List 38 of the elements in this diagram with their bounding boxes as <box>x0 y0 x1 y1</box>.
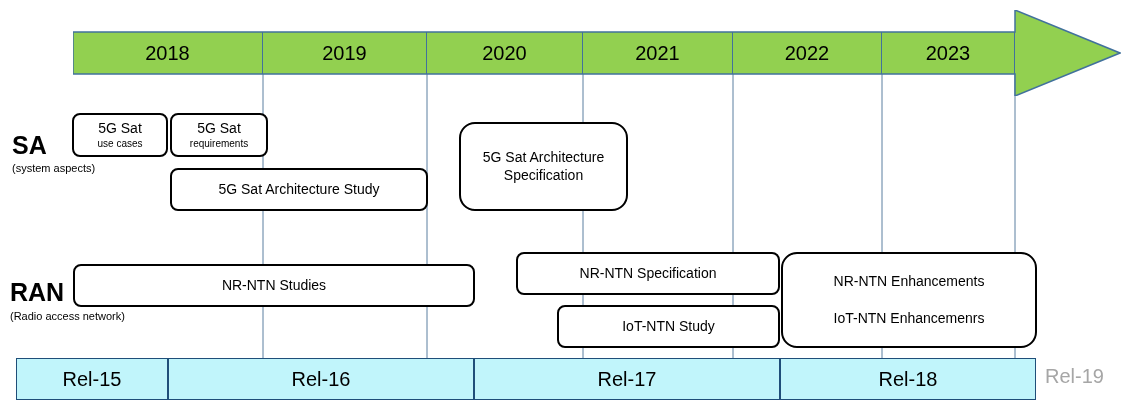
box-text: 2018 <box>145 40 190 66</box>
box-text: Rel-17 <box>597 366 657 392</box>
activity-box <box>170 168 428 211</box>
row-subtitle: (Radio access network) <box>10 311 125 322</box>
box-title: 5G Sat <box>98 120 142 138</box>
box-text: Rel-15 <box>62 366 122 392</box>
activity-box <box>72 113 168 157</box>
box-text: 5G Sat Architecture Specification <box>481 149 606 184</box>
box-text: 5G Sat Architecture Study <box>218 180 380 199</box>
release-cell <box>168 358 474 400</box>
box-subtitle: requirements <box>189 137 249 150</box>
activity-box <box>73 264 475 307</box>
row-heading: RAN <box>10 280 65 305</box>
box-text: 2022 <box>784 40 830 66</box>
row-subtitle: (system aspects) <box>12 163 96 174</box>
activity-box <box>516 252 780 295</box>
release-cell <box>16 358 168 400</box>
activity-box <box>781 252 1037 348</box>
activity-box <box>170 113 268 157</box>
box-text: Rel-16 <box>291 366 351 392</box>
release-label: Rel-19 <box>1045 366 1104 386</box>
box-text: NR-NTN Specification <box>579 264 717 283</box>
box-text: 2021 <box>635 40 680 66</box>
box-text: NR-NTN Studies <box>221 276 327 295</box>
release-cell <box>474 358 780 400</box>
box-text: 2020 <box>482 40 527 66</box>
box-title: 5G Sat <box>197 120 241 138</box>
box-text: Rel-18 <box>878 366 938 392</box>
box-text: IoT-NTN Enhancemenrs <box>833 310 985 328</box>
release-cell <box>780 358 1036 400</box>
box-text: 2019 <box>322 40 367 66</box>
box-text: IoT-NTN Study <box>622 317 715 336</box>
box-subtitle: use cases <box>97 137 143 150</box>
row-heading: SA <box>12 133 47 158</box>
activity-box <box>557 305 780 348</box>
box-text: NR-NTN Enhancements <box>833 272 985 290</box>
box-text: 2023 <box>925 40 971 66</box>
activity-box <box>459 122 628 211</box>
